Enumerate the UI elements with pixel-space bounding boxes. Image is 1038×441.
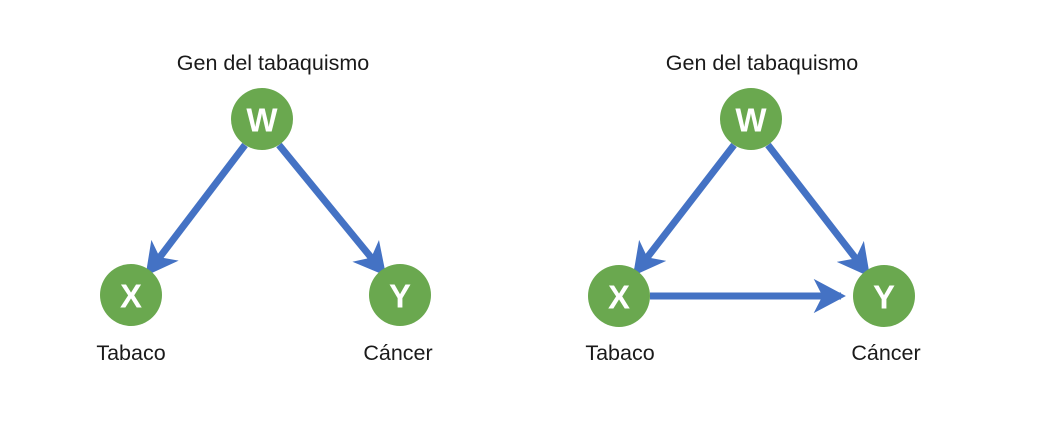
edge-w-to-y-right[interactable] <box>765 142 870 277</box>
node-y-left[interactable]: Y <box>369 264 431 326</box>
right-edges <box>633 142 870 314</box>
edge-w-to-x[interactable] <box>145 142 248 276</box>
left-top-caption: Gen del tabaquismo <box>177 51 369 75</box>
node-x-left[interactable]: X <box>100 264 162 326</box>
node-w-left[interactable]: W <box>231 88 293 150</box>
node-w-right-circle[interactable] <box>720 88 782 150</box>
right-diagram: W X Y Gen del tabaquismo Tabaco Cáncer <box>585 51 920 365</box>
node-y-left-circle[interactable] <box>369 264 431 326</box>
left-diagram: W X Y Gen del tabaquismo Tabaco Cáncer <box>96 51 432 365</box>
right-y-caption: Cáncer <box>851 341 920 365</box>
node-y-right[interactable]: Y <box>853 265 915 327</box>
node-w-right[interactable]: W <box>720 88 782 150</box>
node-y-right-circle[interactable] <box>853 265 915 327</box>
edge-w-to-x-right[interactable] <box>633 142 737 276</box>
node-x-right[interactable]: X <box>588 265 650 327</box>
node-x-left-circle[interactable] <box>100 264 162 326</box>
node-x-right-circle[interactable] <box>588 265 650 327</box>
left-edges <box>145 142 387 276</box>
left-x-caption: Tabaco <box>96 341 165 365</box>
right-top-caption: Gen del tabaquismo <box>666 51 858 75</box>
left-y-caption: Cáncer <box>363 341 432 365</box>
edge-w-to-y[interactable] <box>276 142 387 276</box>
right-x-caption: Tabaco <box>585 341 654 365</box>
node-w-left-circle[interactable] <box>231 88 293 150</box>
